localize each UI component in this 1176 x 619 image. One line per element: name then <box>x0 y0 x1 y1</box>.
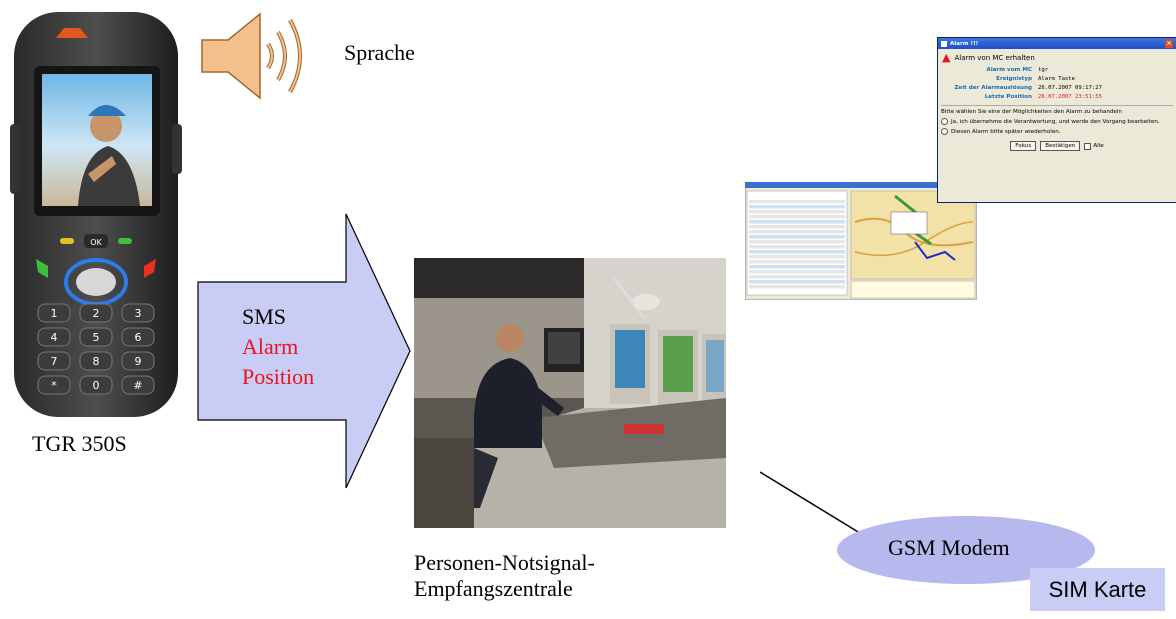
transmission-arrow <box>197 213 411 489</box>
keypad-key-label: * <box>51 379 57 392</box>
map-list-row <box>749 200 845 204</box>
keypad-key <box>79 327 113 347</box>
keypad-key <box>37 327 71 347</box>
detail-value: 26.07.2007 09:17:27 <box>1038 85 1102 91</box>
alarm-heading: Alarm von MC erhalten <box>954 53 1035 62</box>
map-list-row <box>749 260 845 264</box>
keypad-key-label: 7 <box>51 355 58 368</box>
detail-label: Alarm vom MC <box>986 67 1033 73</box>
keypad-key <box>121 351 155 371</box>
detail-value: 26.07.2007 23:51:55 <box>1038 94 1102 100</box>
map-list-row <box>749 275 845 279</box>
fokus-button[interactable]: Fokus <box>1010 141 1037 151</box>
map-list-row <box>749 205 845 209</box>
radio-accept[interactable] <box>941 118 948 125</box>
keypad-key <box>121 327 155 347</box>
sim-card-label: SIM Karte <box>1048 576 1147 602</box>
keypad-key <box>79 351 113 371</box>
keypad-key-label: 3 <box>135 307 142 320</box>
gsm-modem-label: GSM Modem <box>888 535 1010 560</box>
label-center-line2: Empfangszentrale <box>414 576 573 601</box>
map-list-row <box>749 250 845 254</box>
radio-later[interactable] <box>941 128 948 135</box>
alarm-dialog-titlebar: Alarm !!! × <box>938 38 1176 49</box>
map-list-row <box>749 230 845 234</box>
map-list-row <box>749 235 845 239</box>
confirm-button[interactable]: Bestätigen <box>1040 141 1081 151</box>
detail-value: Alarm Taste <box>1038 76 1076 82</box>
option-accept[interactable]: Ja, ich übernehme die Verantwortung, und… <box>951 118 1160 125</box>
map-list-row <box>749 280 845 284</box>
gsm-modem-ellipse <box>837 516 1095 584</box>
alle-checkbox[interactable] <box>1084 142 1092 150</box>
control-room-photo <box>414 258 726 528</box>
alarm-details: Alarm vom MC tgr Ereignistyp Alarm Taste… <box>938 66 1176 101</box>
connector-line <box>760 471 869 539</box>
keypad-key <box>121 303 155 323</box>
keypad-key-label: 8 <box>93 355 100 368</box>
ok-key-label: OK <box>90 238 102 247</box>
label-center-line1: Personen-Notsignal- <box>414 550 595 575</box>
map-list-row <box>749 265 845 269</box>
keypad-key <box>37 375 71 395</box>
warning-button <box>56 28 88 38</box>
map-list-row <box>749 220 845 224</box>
map-list-row <box>749 285 845 289</box>
alarm-prompt: Bitte wählen Sie eine der Möglichkeiten … <box>941 109 1122 115</box>
keypad-key-label: 5 <box>93 331 100 344</box>
option-later[interactable]: Diesen Alarm bitte später wiederholen. <box>951 128 1061 135</box>
map-list-row <box>749 255 845 259</box>
map-list-row <box>749 210 845 214</box>
keypad-key-label: 4 <box>51 331 58 344</box>
keypad-key <box>37 303 71 323</box>
arrow-text: SMS Alarm Position <box>242 302 314 392</box>
keypad-key <box>79 303 113 323</box>
phone-image: OK 1 2 3 4 5 6 7 8 9 * 0 # <box>10 12 182 417</box>
detail-value: tgr <box>1038 67 1049 73</box>
map-list-row <box>749 245 845 249</box>
keypad-key-label: 0 <box>93 379 100 392</box>
arrow-line-alarm: Alarm <box>242 334 299 359</box>
label-device: TGR 350S <box>32 431 127 456</box>
alarm-window-icon <box>941 40 947 47</box>
keypad-key-label: 6 <box>135 331 142 344</box>
arrow-line-sms: SMS <box>242 304 287 329</box>
keypad-key-label: 2 <box>93 307 100 320</box>
detail-label: Letzte Position <box>984 94 1032 100</box>
keypad-key-label: 1 <box>51 307 58 320</box>
label-sprache: Sprache <box>344 40 415 65</box>
sim-card-box: SIM Karte <box>1030 568 1165 611</box>
keypad-key-label: 9 <box>135 355 142 368</box>
alarm-dialog: Alarm !!! × ▲ Alarm von MC erhalten Alar… <box>937 37 1176 203</box>
map-list-row <box>749 270 845 274</box>
keypad-key <box>37 351 71 371</box>
detail-label: Zeit der Alarmauslösung <box>954 85 1032 91</box>
label-center: Personen-Notsignal- Empfangszentrale <box>414 550 595 602</box>
arrow-line-position: Position <box>242 364 315 389</box>
map-list-row <box>749 240 845 244</box>
close-icon[interactable]: × <box>1165 39 1173 48</box>
keypad-key <box>121 375 155 395</box>
detail-label: Ereignistyp <box>996 76 1032 82</box>
map-list-row <box>749 215 845 219</box>
map-list-row <box>749 225 845 229</box>
warning-icon: ▲ <box>942 51 951 64</box>
alle-label: Alle <box>1093 143 1104 149</box>
alarm-dialog-title: Alarm !!! <box>950 40 979 47</box>
keypad-key <box>79 375 113 395</box>
keypad-key-label: # <box>133 379 142 392</box>
speaker-icon <box>201 12 302 100</box>
